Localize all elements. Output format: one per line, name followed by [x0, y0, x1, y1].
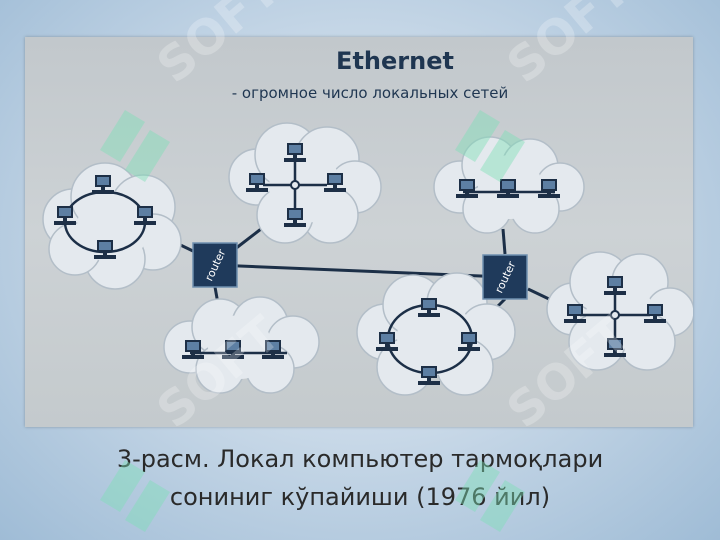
figure-caption: 3-расм. Локал компьютер тармоқлари сонин… — [20, 440, 700, 516]
computer-icon — [604, 338, 626, 357]
caption-line-1: 3-расм. Локал компьютер тармоқлари — [116, 445, 604, 473]
computer-icon — [324, 173, 346, 192]
cloud-bus-top-right — [433, 136, 585, 234]
computer-icon — [94, 240, 116, 259]
diagram-title: Ethernet — [336, 47, 454, 75]
computer-icon — [644, 304, 666, 323]
router-left: router — [192, 242, 238, 288]
computer-icon — [92, 175, 114, 194]
computer-icon — [262, 340, 284, 359]
cloud-ring-left — [42, 162, 182, 290]
computer-icon — [134, 206, 156, 225]
diagram-panel: router router Ethernet - огромное число … — [25, 37, 693, 427]
computer-icon — [458, 332, 480, 351]
network-diagram: router router — [42, 122, 693, 396]
cloud-star-right — [546, 251, 693, 371]
cloud-bus-bottom-left — [163, 296, 320, 394]
computer-icon — [456, 179, 478, 198]
computer-icon — [564, 304, 586, 323]
cloud-star-top — [228, 122, 382, 244]
computer-icon — [182, 340, 204, 359]
router-right: router — [482, 254, 528, 300]
computer-icon — [418, 298, 440, 317]
computer-icon — [497, 179, 519, 198]
caption-line-2: сониниг кўпайиши (1976 йил) — [169, 483, 551, 511]
computer-icon — [604, 276, 626, 295]
computer-icon — [222, 340, 244, 359]
computer-icon — [284, 208, 306, 227]
cloud-ring-bottom — [356, 272, 516, 396]
computer-icon — [376, 332, 398, 351]
computer-icon — [418, 366, 440, 385]
computer-icon — [246, 173, 268, 192]
computer-icon — [538, 179, 560, 198]
computer-icon — [54, 206, 76, 225]
diagram-subtitle: - огромное число локальных сетей — [231, 84, 509, 102]
computer-icon — [284, 143, 306, 162]
